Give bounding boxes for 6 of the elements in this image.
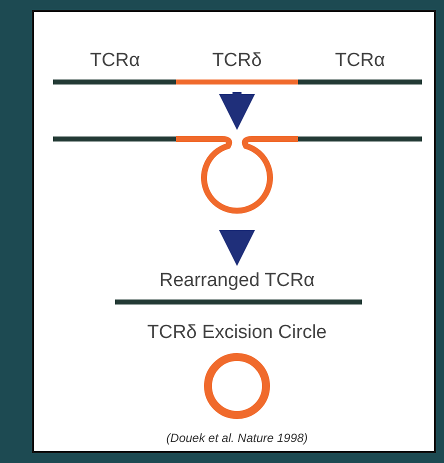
gene-label: TCRα xyxy=(90,50,140,72)
gene-label: TCRδ xyxy=(212,50,262,72)
circle-label: TCRδ Excision Circle xyxy=(147,322,327,344)
citation-caption: (Douek et al. Nature 1998) xyxy=(166,431,308,445)
gene-label: TCRα xyxy=(334,50,386,72)
strand-label: Rearranged TCRα xyxy=(159,270,315,292)
